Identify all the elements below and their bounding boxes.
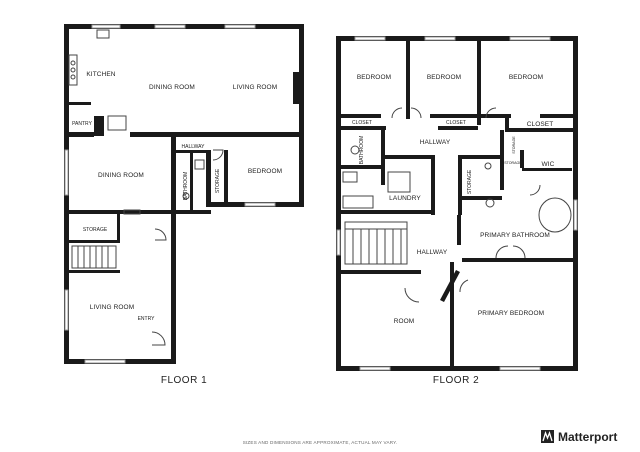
room-label-primary-bedroom: PRIMARY BEDROOM xyxy=(478,310,544,317)
room-label-closet-3: CLOSET xyxy=(527,121,554,128)
room-label-room: ROOM xyxy=(394,318,415,325)
floor-1-plan xyxy=(64,24,304,364)
room-label-laundry: LAUNDRY xyxy=(389,195,421,202)
floor-2-title: FLOOR 2 xyxy=(433,375,479,386)
room-label-storage-f2: STORAGE xyxy=(467,169,473,194)
floor-2-stairs xyxy=(344,221,408,265)
room-label-dining-room-left: DINING ROOM xyxy=(98,172,144,179)
brand-name: Matterport xyxy=(558,430,617,444)
room-label-bathroom: BATHROOM xyxy=(183,172,189,201)
room-label-hallway-top: HALLWAY xyxy=(420,139,451,146)
room-label-dining-room-top: DINING ROOM xyxy=(149,84,195,91)
room-label-hallway-mid: HALLWAY xyxy=(417,249,448,256)
room-label-closet-2: CLOSET xyxy=(446,120,466,126)
room-label-bedroom-3: BEDROOM xyxy=(509,74,543,81)
room-label-bedroom: BEDROOM xyxy=(248,168,282,175)
room-label-wic: WIC xyxy=(542,161,555,168)
floor-1-stairs xyxy=(71,245,117,269)
floor-1-title: FLOOR 1 xyxy=(161,375,207,386)
room-label-pantry: PANTRY xyxy=(72,121,92,127)
room-label-hallway: HALLWAY xyxy=(182,144,206,150)
room-label-living-room-top: LIVING ROOM xyxy=(233,84,277,91)
room-label-entry: ENTRY xyxy=(138,316,156,322)
floor-2-plan xyxy=(336,36,578,371)
room-label-storage-tiny2: STORAGE xyxy=(504,161,522,165)
room-label-storage-small: STORAGE xyxy=(215,168,221,193)
room-label-bathroom-f2: BATHROOM xyxy=(359,136,365,165)
room-label-closet-1: CLOSET xyxy=(352,120,372,126)
room-label-living-room-bottom: LIVING ROOM xyxy=(90,304,134,311)
matterport-logo-icon xyxy=(541,430,554,443)
room-label-kitchen: KITCHEN xyxy=(86,71,115,78)
disclaimer-text: SIZES AND DIMENSIONS ARE APPROXIMATE, AC… xyxy=(243,440,398,445)
room-label-bedroom-2: BEDROOM xyxy=(427,74,461,81)
room-label-storage-tiny: STORAGE xyxy=(512,136,516,154)
room-label-storage: STORAGE xyxy=(83,227,108,233)
room-label-primary-bathroom: PRIMARY BATHROOM xyxy=(480,232,550,239)
room-label-bedroom-1: BEDROOM xyxy=(357,74,391,81)
